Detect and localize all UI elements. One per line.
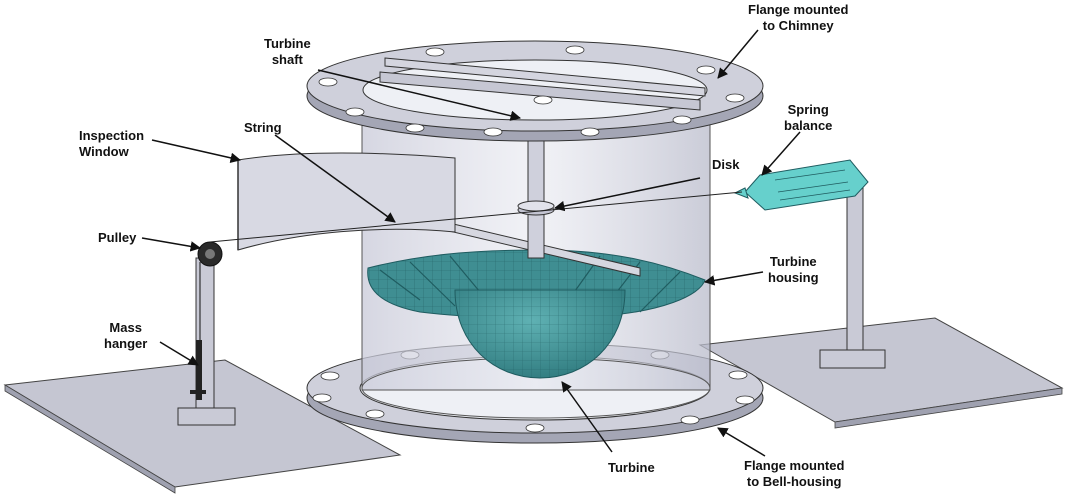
label-inspection-window: Inspection Window xyxy=(79,128,145,159)
inspection-window-panel xyxy=(237,152,456,251)
arrow-spring-balance xyxy=(761,131,801,176)
arrow-turbine-shaft xyxy=(317,69,522,121)
arrow-turbine-housing xyxy=(703,271,764,286)
label-flange-bell: Flange mounted to Bell-housing xyxy=(744,458,845,489)
leader-arrows xyxy=(141,29,801,457)
turbine-bowl xyxy=(454,289,626,379)
label-mass-hanger: Mass hanger xyxy=(104,320,148,351)
arrow-string xyxy=(274,134,396,223)
label-pulley: Pulley xyxy=(98,230,137,245)
arrow-flange-bell xyxy=(717,427,766,457)
arrow-flange-chimney xyxy=(717,29,759,79)
arrow-turbine xyxy=(561,381,613,453)
label-turbine-shaft: Turbine shaft xyxy=(264,36,311,67)
label-flange-chimney: Flange mounted to Chimney xyxy=(748,2,849,33)
top-flange xyxy=(306,40,764,142)
label-string: String xyxy=(244,120,282,135)
string-line xyxy=(209,191,743,243)
label-disk: Disk xyxy=(712,157,740,172)
right-floor-plate xyxy=(698,317,1064,429)
pulley-stand xyxy=(177,241,236,426)
spring-balance-drawing xyxy=(733,159,869,211)
label-turbine: Turbine xyxy=(608,460,655,475)
label-turbine-housing: Turbine housing xyxy=(768,254,819,285)
arrow-pulley xyxy=(141,237,202,252)
arrow-disk xyxy=(553,177,701,212)
label-spring-balance: Spring balance xyxy=(784,102,833,133)
arrow-inspection-window xyxy=(151,139,242,164)
arrow-mass-hanger xyxy=(159,341,199,366)
